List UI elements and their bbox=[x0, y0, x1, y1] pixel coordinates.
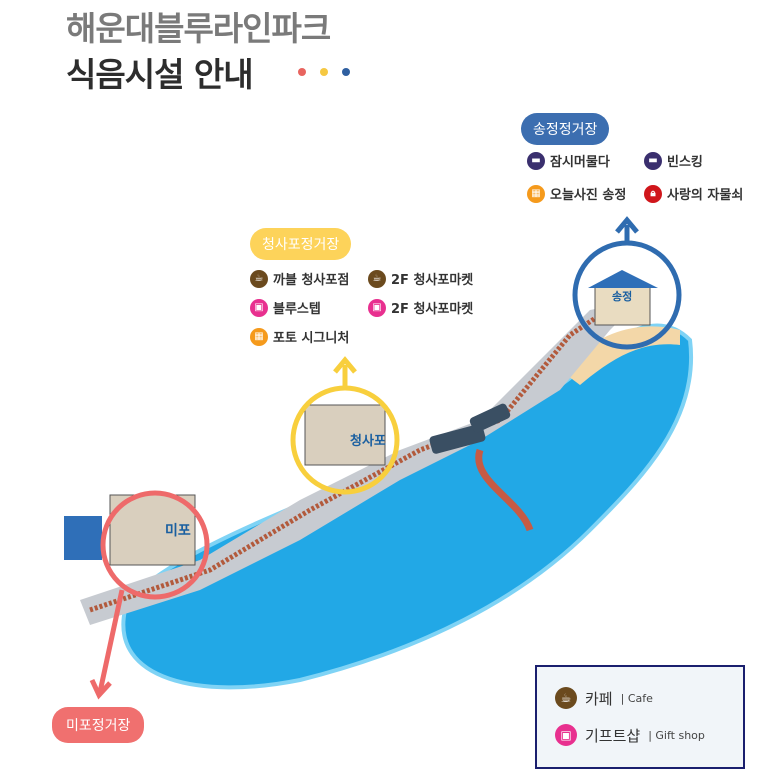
cheongsapo-item: ☕︎ 2F 청사포마켓 bbox=[368, 269, 473, 288]
songjeong-shop: 빈스킹 bbox=[667, 155, 703, 170]
coffee-cup-icon: ☕︎ bbox=[555, 687, 577, 709]
cheongsapo-shop: 까블 청사포점 bbox=[273, 273, 350, 288]
legend-item-cafe: ☕︎ 카페 | Cafe bbox=[555, 687, 653, 709]
songjeong-item: 🔒︎ 사랑의 자물쇠 bbox=[644, 184, 743, 203]
songjeong-station-label: 송정정거장 bbox=[521, 113, 610, 145]
map-illustration: 미포 청사포 송정 bbox=[64, 216, 694, 700]
mipo-building-label: 미포 bbox=[165, 523, 191, 539]
cheongsapo-shop: 포토 시그니처 bbox=[273, 331, 350, 346]
legend-cafe-en: Cafe bbox=[627, 691, 653, 705]
songjeong-shop: 오늘사진 송정 bbox=[550, 188, 627, 203]
songjeong-shop: 잠시머물다 bbox=[550, 155, 610, 170]
red-dot bbox=[298, 68, 306, 76]
cheongsapo-building bbox=[304, 404, 386, 466]
cheongsapo-item: ▣ 2F 청사포마켓 bbox=[368, 298, 473, 317]
cheongsapo-item: ▣ 블루스텝 bbox=[250, 298, 321, 317]
cheongsapo-arrow bbox=[333, 356, 357, 374]
sea bbox=[121, 323, 694, 690]
coffee-cup-icon: ☕︎ bbox=[368, 269, 386, 288]
legend: ☕︎ 카페 | Cafe ▣ 기프트샵 | Gift shop bbox=[535, 665, 745, 769]
gift-icon: ▣ bbox=[250, 298, 268, 317]
songjeong-shop: 사랑의 자물쇠 bbox=[667, 188, 744, 203]
coffee-cup-icon: ☕︎ bbox=[250, 269, 268, 288]
songjeong-item: ▦ 오늘사진 송정 bbox=[527, 184, 626, 203]
page-title: 식음시설 안내 bbox=[66, 55, 254, 94]
train bbox=[469, 403, 511, 433]
park-title: 해운대블루라인파크 bbox=[66, 9, 331, 48]
yellow-dot bbox=[320, 68, 328, 76]
mipo-station-label: 미포정거장 bbox=[52, 707, 145, 743]
photo-film-icon: ▦ bbox=[527, 184, 545, 203]
songjeong-arrow bbox=[615, 216, 639, 234]
rail-track bbox=[89, 312, 602, 613]
train bbox=[429, 423, 486, 454]
mipo-arrow bbox=[89, 678, 112, 700]
gift-icon: ▣ bbox=[368, 298, 386, 317]
kiosk bbox=[64, 516, 102, 560]
mipo-arrow-shaft bbox=[97, 589, 125, 693]
cheongsapo-item: ☕︎ 까블 청사포점 bbox=[250, 269, 349, 288]
songjeong-roof bbox=[588, 270, 658, 288]
cheongsapo-shop: 2F 청사포마켓 bbox=[391, 273, 474, 288]
legend-giftshop-english: | Gift shop bbox=[648, 728, 705, 742]
cheongsapo-building-label: 청사포 bbox=[350, 433, 386, 449]
legend-item-giftshop: ▣ 기프트샵 | Gift shop bbox=[555, 724, 705, 746]
truck-icon: ▬ bbox=[527, 151, 545, 170]
gift-icon: ▣ bbox=[555, 724, 577, 746]
songjeong-building-label: 송정 bbox=[612, 289, 632, 303]
legend-giftshop: 기프트샵 bbox=[585, 726, 641, 745]
blue-dot bbox=[342, 68, 350, 76]
truck-icon: ▬ bbox=[644, 151, 662, 170]
songjeong-building bbox=[594, 284, 651, 326]
mipo-circle bbox=[100, 490, 210, 600]
songjeong-item: ▬ 빈스킹 bbox=[644, 151, 703, 170]
lock-icon: 🔒︎ bbox=[644, 184, 662, 203]
cheongsapo-shop: 블루스텝 bbox=[273, 302, 321, 317]
legend-giftshop-en: Gift shop bbox=[655, 728, 705, 742]
skywalk bbox=[475, 448, 534, 532]
cheongsapo-item: ▦ 포토 시그니처 bbox=[250, 327, 349, 346]
legend-cafe: 카페 bbox=[585, 689, 613, 708]
cheongsapo-station-label: 청사포정거장 bbox=[250, 228, 352, 260]
legend-cafe-english: | Cafe bbox=[620, 691, 653, 705]
photo-film-icon: ▦ bbox=[250, 327, 268, 346]
songjeong-item: ▬ 잠시머물다 bbox=[527, 151, 610, 170]
cheongsapo-shop: 2F 청사포마켓 bbox=[391, 302, 474, 317]
